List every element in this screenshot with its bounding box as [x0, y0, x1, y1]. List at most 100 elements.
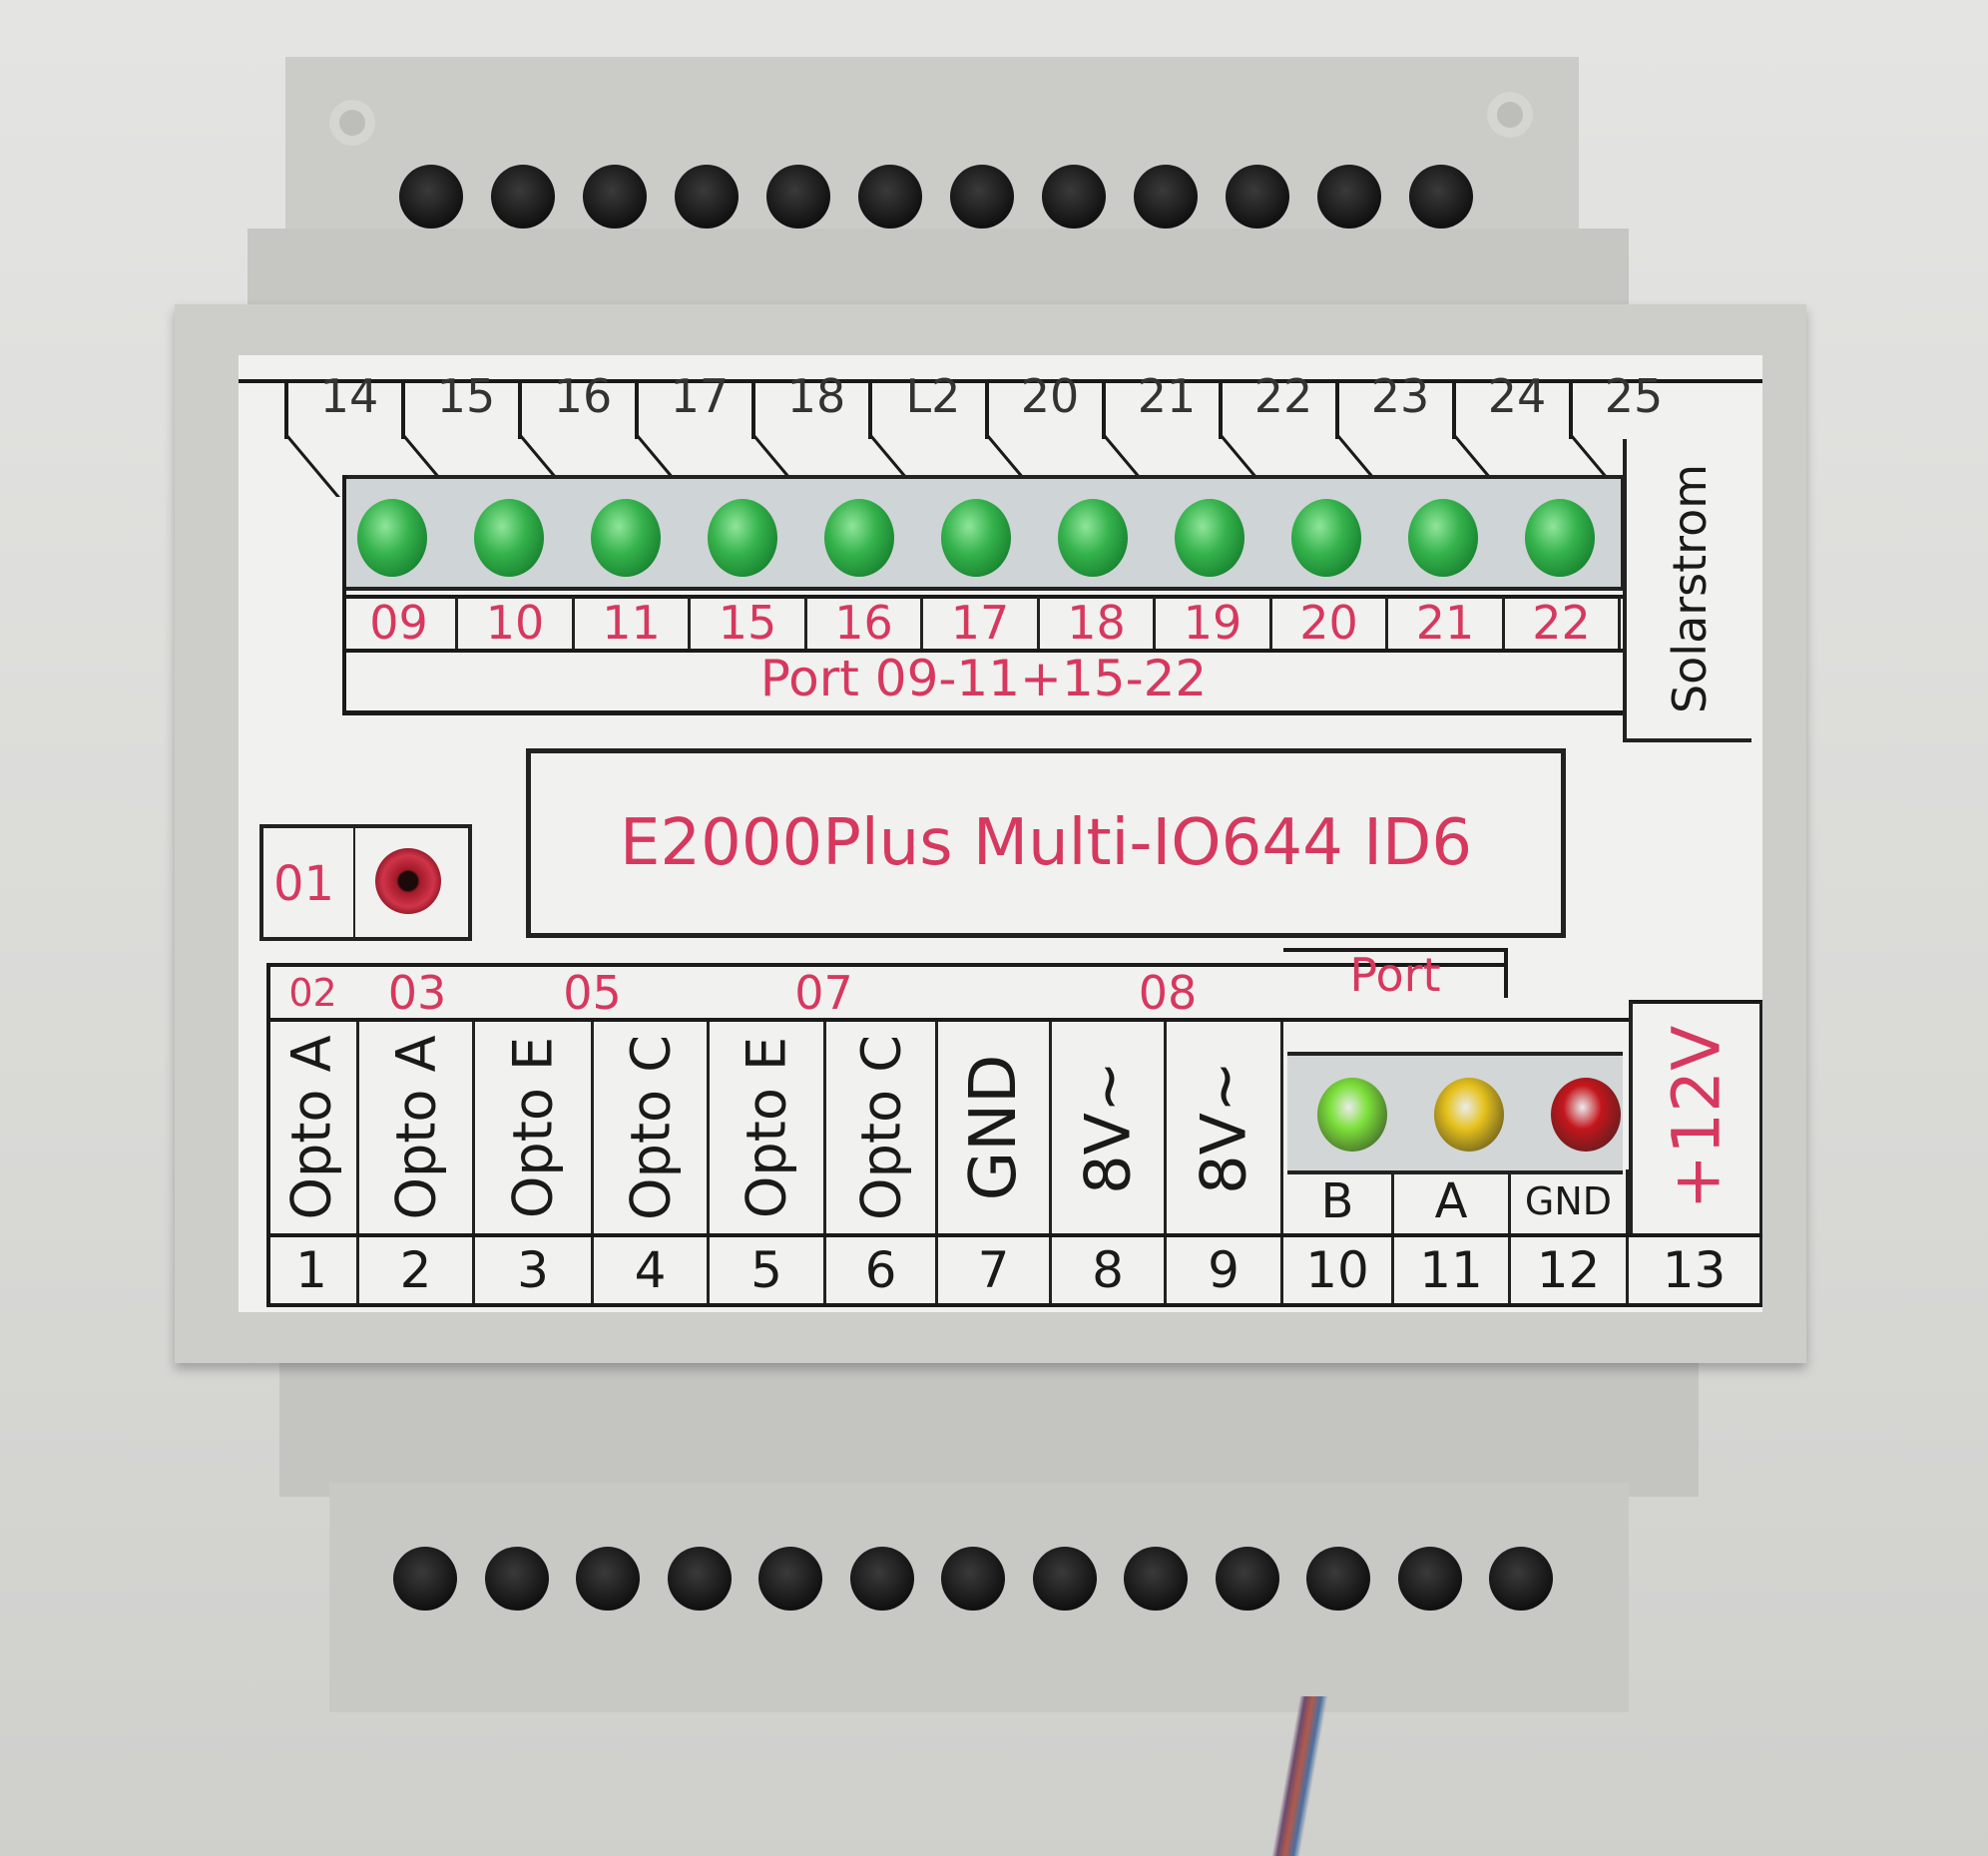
- port-led-09: [357, 499, 427, 577]
- bottom-rail: [279, 1363, 1699, 1497]
- terminal-screw-hole[interactable]: [858, 165, 922, 229]
- cable: [1267, 1696, 1347, 1856]
- device-title: E2000Plus Multi-IO644 ID6: [619, 806, 1473, 880]
- terminal-number-8: 8: [1052, 1237, 1167, 1303]
- terminal-divider: [1219, 379, 1223, 439]
- top-terminal-block: [285, 57, 1579, 256]
- top-terminal-number: 16: [553, 369, 613, 423]
- led-port-number: 22: [1505, 597, 1621, 649]
- terminal-screw-hole[interactable]: [1134, 165, 1198, 229]
- terminal-screw-hole[interactable]: [1032, 1547, 1097, 1611]
- bus-label: B: [1320, 1173, 1354, 1229]
- port-led-20: [1291, 499, 1361, 577]
- power-label-cell: +12V: [1629, 1002, 1762, 1233]
- group-07: 07: [794, 966, 853, 1020]
- terminal-screw-hole[interactable]: [758, 1547, 822, 1611]
- terminal-number-2: 2: [359, 1237, 475, 1303]
- top-terminal-number: 21: [1137, 369, 1197, 423]
- terminal-number-10: 10: [1283, 1237, 1394, 1303]
- terminal-screw-hole[interactable]: [941, 1547, 1005, 1611]
- terminal-screw-hole[interactable]: [667, 1547, 732, 1611]
- terminal-screw-hole[interactable]: [491, 165, 555, 229]
- screw-hole-right: [1487, 92, 1533, 138]
- top-terminal-number: 20: [1020, 369, 1080, 423]
- port-led-21: [1408, 499, 1478, 577]
- terminal-divider: [284, 379, 288, 439]
- terminal-screw-hole[interactable]: [1409, 165, 1473, 229]
- terminal-label-cell: GND: [938, 1022, 1052, 1233]
- terminal-divider: [985, 379, 989, 439]
- terminal-screw-hole[interactable]: [1306, 1547, 1370, 1611]
- terminal-label-cell: 8V~: [1052, 1022, 1167, 1233]
- terminal-number-1: 1: [266, 1237, 359, 1303]
- led-port-number: 15: [692, 597, 807, 649]
- top-terminal-number: L2: [905, 369, 961, 423]
- terminal-divider: [401, 379, 405, 439]
- terminal-screw-hole[interactable]: [1042, 165, 1106, 229]
- terminal-divider: [868, 379, 872, 439]
- terminal-screw-hole[interactable]: [849, 1547, 914, 1611]
- terminal-label: 8V~: [1071, 1061, 1145, 1194]
- top-terminal-number: 25: [1604, 369, 1664, 423]
- title-box: E2000Plus Multi-IO644 ID6: [526, 748, 1566, 938]
- jack-box: 01: [259, 824, 472, 941]
- terminal-screw-hole[interactable]: [1226, 165, 1289, 229]
- terminal-label: Opto C: [849, 1035, 912, 1220]
- terminal-screw-hole[interactable]: [576, 1547, 640, 1611]
- terminal-label: 8V~: [1187, 1061, 1260, 1194]
- terminal-label: Opto A: [384, 1035, 447, 1220]
- top-terminal-number: 22: [1253, 369, 1313, 423]
- bus-label-cell: GND: [1511, 1169, 1629, 1233]
- led-port-number: 11: [575, 597, 691, 649]
- terminal-number-7: 7: [938, 1237, 1052, 1303]
- terminal-screw-hole[interactable]: [399, 165, 463, 229]
- terminal-number-13: 13: [1629, 1237, 1762, 1303]
- led-port-number: 20: [1272, 597, 1388, 649]
- terminal-screw-hole[interactable]: [484, 1547, 549, 1611]
- terminal-label: Opto E: [735, 1036, 798, 1219]
- group-05: 05: [563, 966, 622, 1020]
- terminal-label: Opto E: [501, 1036, 565, 1219]
- port-led-22: [1525, 499, 1595, 577]
- top-terminal-number: 14: [319, 369, 379, 423]
- terminal-number-3: 3: [475, 1237, 594, 1303]
- terminal-divider: [518, 379, 522, 439]
- led-port-number: 19: [1157, 597, 1272, 649]
- terminal-screw-hole[interactable]: [950, 165, 1014, 229]
- terminal-screw-hole[interactable]: [1215, 1547, 1279, 1611]
- terminal-screw-hole[interactable]: [1489, 1547, 1553, 1611]
- terminal-screw-hole[interactable]: [393, 1547, 457, 1611]
- screw-hole-left: [329, 100, 375, 146]
- terminal-screw-hole[interactable]: [1317, 165, 1381, 229]
- red-jack-socket[interactable]: [375, 848, 441, 914]
- power-label: +12V: [1658, 1025, 1735, 1210]
- led-port-number: 18: [1040, 597, 1156, 649]
- terminal-number-6: 6: [826, 1237, 938, 1303]
- terminal-number-4: 4: [594, 1237, 710, 1303]
- terminal-screw-hole[interactable]: [675, 165, 739, 229]
- bus-b-led: [1317, 1078, 1387, 1152]
- terminal-screw-hole[interactable]: [1124, 1547, 1188, 1611]
- terminal-label-cell: Opto A: [359, 1022, 475, 1233]
- solarstrom-box: Solarstrom: [1623, 439, 1751, 742]
- port-group-label: Port 09-11+15-22: [759, 650, 1208, 707]
- bus-label: GND: [1524, 1179, 1613, 1223]
- terminal-label: Opto A: [279, 1035, 343, 1220]
- terminal-label-cell: Opto E: [475, 1022, 594, 1233]
- terminal-number-11: 11: [1394, 1237, 1511, 1303]
- port-led-19: [1175, 499, 1244, 577]
- top-terminal-number: 18: [786, 369, 846, 423]
- port-led-17: [941, 499, 1011, 577]
- terminal-divider: [1569, 379, 1573, 439]
- led-port-number: 16: [807, 597, 923, 649]
- jack-label: 01: [273, 856, 335, 912]
- top-terminal-number: 17: [670, 369, 730, 423]
- bus-label-cell: A: [1394, 1169, 1511, 1233]
- terminal-divider: [1335, 379, 1339, 439]
- terminal-screw-hole[interactable]: [1397, 1547, 1462, 1611]
- terminal-screw-hole[interactable]: [583, 165, 647, 229]
- terminal-divider: [1452, 379, 1456, 439]
- terminal-screw-hole[interactable]: [766, 165, 830, 229]
- terminal-number-5: 5: [710, 1237, 826, 1303]
- terminal-divider: [635, 379, 639, 439]
